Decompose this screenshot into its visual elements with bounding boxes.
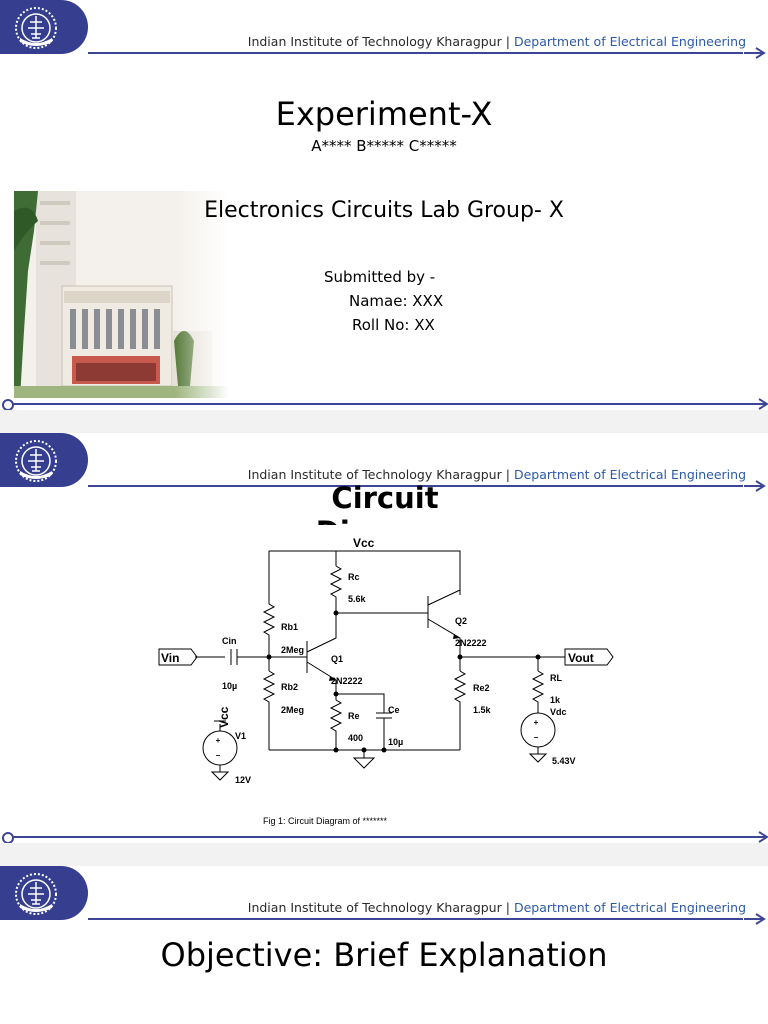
label-re-value: 400: [348, 733, 363, 743]
slide-separator: [0, 843, 768, 866]
footer-rule: [12, 403, 749, 405]
label-v1: V1: [235, 731, 246, 741]
svg-text:−: −: [534, 733, 539, 742]
label-rb1: Rb1: [281, 622, 298, 632]
department-name: Department of Electrical Engineering: [513, 900, 746, 915]
label-vdc: Vdc: [550, 707, 567, 717]
lab-subtitle: Electronics Circuits Lab Group- X: [204, 198, 564, 223]
slide-separator: [0, 410, 768, 433]
svg-text:−: −: [216, 751, 221, 760]
iit-logo-icon: [15, 873, 57, 915]
label-re2-value: 1.5k: [473, 705, 492, 715]
authors: A**** B***** C*****: [311, 137, 457, 155]
iit-logo-icon: [15, 7, 57, 49]
footer-rule: [12, 836, 749, 838]
header-text: Indian Institute of Technology Kharagpur…: [248, 467, 746, 482]
header-separator: |: [505, 900, 510, 915]
logo-tab: [0, 0, 88, 54]
label-vcc-side: Vcc: [217, 706, 231, 728]
slide-circuit: Indian Institute of Technology Kharagpur…: [0, 433, 768, 843]
header-rule: [88, 485, 743, 487]
label-rc: Rc: [348, 572, 360, 582]
institute-name: Indian Institute of Technology Kharagpur: [247, 467, 502, 482]
label-re2: Re2: [473, 683, 490, 693]
department-name: Department of Electrical Engineering: [513, 34, 746, 49]
arrow-right-icon: [744, 47, 766, 59]
label-ce-value: 10µ: [388, 737, 403, 747]
svg-text:+: +: [534, 718, 539, 727]
arrow-right-icon: [748, 831, 768, 843]
header-text: Indian Institute of Technology Kharagpur…: [248, 900, 746, 915]
title-line-2: Diagram: [260, 515, 510, 525]
label-v1-value: 12V: [235, 775, 251, 785]
svg-text:+: +: [216, 736, 221, 745]
label-q1: Q1: [331, 654, 343, 664]
label-q2-model: 2N2222: [455, 638, 487, 648]
label-rb2-value: 2Meg: [281, 705, 304, 715]
slide-title: Objective: Brief Explanation: [160, 936, 608, 974]
label-q2: Q2: [455, 616, 467, 626]
header-separator: |: [505, 467, 510, 482]
label-vout: Vout: [568, 651, 594, 665]
label-ce: Ce: [388, 705, 400, 715]
header-text: Indian Institute of Technology Kharagpur…: [248, 34, 746, 49]
label-cin: Cin: [222, 636, 237, 646]
arrow-right-icon: [744, 480, 766, 492]
arrow-right-icon: [748, 398, 768, 410]
building-photo: [14, 191, 229, 398]
header-rule: [88, 52, 743, 54]
header-separator: |: [505, 34, 510, 49]
label-rb2: Rb2: [281, 682, 298, 692]
slide-title: Indian Institute of Technology Kharagpur…: [0, 0, 768, 410]
arrow-right-icon: [744, 913, 766, 925]
slide-title: Circuit Diagram: [260, 481, 510, 525]
logo-tab: [0, 433, 88, 487]
label-vcc-top: Vcc: [353, 536, 375, 550]
institute-name: Indian Institute of Technology Kharagpur: [247, 900, 502, 915]
label-vin: Vin: [161, 651, 179, 665]
label-rc-value: 5.6k: [348, 594, 367, 604]
institute-name: Indian Institute of Technology Kharagpur: [247, 34, 502, 49]
header-rule: [88, 918, 743, 920]
label-vdc-value: 5.43V: [552, 756, 576, 766]
slide-objective: Indian Institute of Technology Kharagpur…: [0, 866, 768, 1024]
roll-number: Roll No: XX: [352, 316, 435, 334]
figure-caption: Fig 1: Circuit Diagram of *******: [263, 816, 388, 826]
circuit-diagram: + − + − Vcc Rc 5.6k Q2 2N2222 Rb1 2Meg Q…: [140, 528, 630, 828]
submitted-by-label: Submitted by -: [324, 268, 436, 286]
title-line-1: Circuit: [331, 481, 439, 515]
label-q1-model: 2N2222: [331, 676, 363, 686]
page-title: Experiment-X: [275, 95, 493, 133]
department-name: Department of Electrical Engineering: [513, 467, 746, 482]
label-rb1-value: 2Meg: [281, 645, 304, 655]
iit-logo-icon: [15, 440, 57, 482]
logo-tab: [0, 866, 88, 920]
label-re: Re: [348, 711, 360, 721]
student-name: Namae: XXX: [349, 292, 444, 310]
label-rl-value: 1k: [550, 695, 561, 705]
label-rl: RL: [550, 673, 562, 683]
label-cin-value: 10µ: [222, 681, 237, 691]
